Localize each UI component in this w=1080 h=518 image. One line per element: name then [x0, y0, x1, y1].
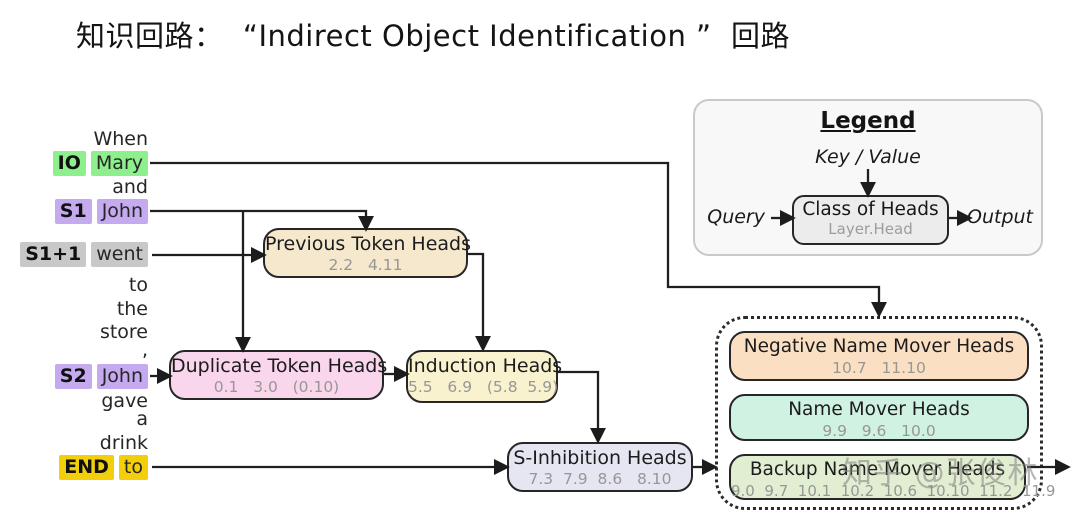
head-box-values: 9.9 9.6 10.0	[822, 422, 936, 440]
head-box-title: Induction Heads	[408, 355, 563, 377]
s-inhibition-heads-box: S-Inhibition Heads 7.3 7.9 8.6 8.10	[507, 442, 693, 492]
token-word: store	[99, 321, 148, 343]
head-box-title: Name Mover Heads	[788, 399, 970, 420]
token-word: drink	[99, 432, 148, 454]
head-box-values: 9.0 9.7 10.1 10.2 10.6 10.10 11.2 11.9	[731, 482, 1056, 500]
token-role-badge: END	[59, 454, 114, 480]
head-box-title: Negative Name Mover Heads	[743, 336, 1015, 357]
token-when: When	[93, 126, 148, 152]
token-word: ,	[141, 339, 148, 361]
token-word: and	[112, 176, 148, 198]
legend-query-label: Query	[707, 206, 765, 228]
token-word: the	[116, 298, 148, 320]
head-box-values: 2.2 4.11	[328, 256, 403, 274]
token-end-to: END to	[59, 454, 148, 480]
token-word-badge: John	[96, 363, 148, 389]
head-box-values: 7.3 7.9 8.6 8.10	[528, 470, 672, 488]
token-gave: gave	[101, 388, 148, 414]
legend-class-of-heads-box: Class of Heads Layer.Head	[792, 195, 949, 245]
token-word: gave	[101, 390, 148, 412]
name-mover-group-box: Negative Name Mover Heads 10.7 11.10 Nam…	[715, 316, 1056, 510]
legend-key-value-label: Key / Value	[815, 146, 921, 168]
token-role-badge: S1	[54, 198, 92, 224]
head-box-values: 5.5 6.9 (5.8 5.9)	[408, 378, 559, 396]
arrow-induction-to-s-inhibition-heads	[558, 370, 607, 444]
token-a: a	[136, 406, 148, 432]
head-box-title: Previous Token Heads	[265, 233, 472, 255]
page-title: 知识回路： “Indirect Object Identification ” …	[76, 19, 791, 53]
token-role-badge: IO	[52, 150, 86, 176]
head-box-title: S-Inhibition Heads	[513, 447, 687, 469]
token-s1plus1-went: S1+1 went	[20, 241, 148, 267]
induction-heads-box: Induction Heads 5.5 6.9 (5.8 5.9)	[406, 350, 563, 403]
token-io-mary: IO Mary	[52, 150, 148, 176]
backup-name-mover-heads-box: Backup Name Mover Heads 9.0 9.7 10.1 10.…	[729, 454, 1056, 500]
token-store: store	[100, 319, 148, 345]
token-word: a	[136, 408, 148, 430]
previous-token-heads-box: Previous Token Heads 2.2 4.11	[263, 228, 472, 278]
arrow-s1-to-previous-token-heads	[150, 209, 375, 232]
token-and: and	[112, 174, 148, 200]
legend-layer-head-label: Layer.Head	[828, 220, 913, 238]
token-s2-john: S2 John	[54, 363, 148, 389]
token-word-badge: Mary	[90, 150, 148, 176]
token-drink: drink	[100, 430, 148, 456]
legend-box: Legend Key / Value Query Class of Heads …	[693, 99, 1043, 256]
duplicate-token-heads-box: Duplicate Token Heads 0.1 3.0 (0.10)	[169, 350, 388, 400]
watermark: 知乎 @张俊林	[842, 456, 1039, 491]
head-box-values: 0.1 3.0 (0.10)	[213, 378, 340, 396]
token-word-badge: to	[118, 454, 148, 480]
negative-name-mover-heads-box: Negative Name Mover Heads 10.7 11.10	[729, 331, 1029, 381]
token-the: the	[117, 296, 148, 322]
legend-title: Legend	[820, 108, 916, 134]
token-s1-john: S1 John	[54, 198, 148, 224]
arrow-previous-to-induction-heads	[467, 252, 492, 352]
token-role-badge: S1+1	[20, 241, 87, 267]
token-word-badge: went	[91, 241, 148, 267]
token-word: to	[128, 274, 148, 296]
token-word: When	[93, 128, 148, 150]
token-comma: ,	[142, 337, 148, 363]
legend-class-of-heads-label: Class of Heads	[802, 199, 939, 220]
head-box-title: Duplicate Token Heads	[171, 355, 388, 377]
name-mover-heads-box: Name Mover Heads 9.9 9.6 10.0	[729, 394, 1029, 441]
head-box-values: 10.7 11.10	[832, 359, 926, 377]
token-to: to	[129, 272, 148, 298]
token-word-badge: John	[96, 198, 148, 224]
token-role-badge: S2	[54, 363, 92, 389]
head-box-title: Backup Name Mover Heads	[749, 459, 1006, 480]
legend-output-label: Output	[967, 206, 1033, 228]
